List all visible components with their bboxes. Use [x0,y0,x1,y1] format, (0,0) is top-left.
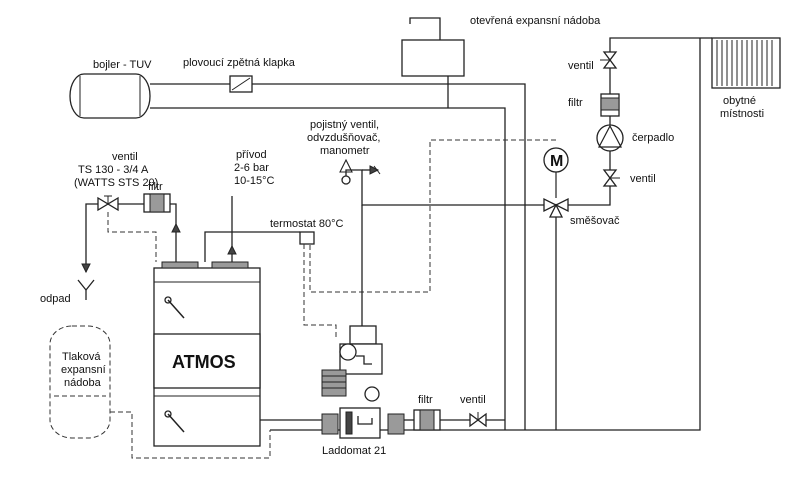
left-valve-label-1: ventil [112,151,138,163]
left-valve-label-3: (WATTS STS 20) [74,177,158,189]
pressure-expansion-tank [49,325,111,439]
supply-arrow-icon [227,244,237,255]
laddomat-label: Laddomat 21 [322,445,386,457]
top-valve-label: ventil [568,60,594,72]
boiler-out-arrow-icon [171,222,181,233]
right-filter-label: filtr [568,97,583,109]
radiator-icon [711,37,781,89]
drain-label: odpad [40,293,71,305]
pressure-tank-label-3: nádoba [64,377,102,389]
motor-icon: M [543,147,569,198]
dhw-boiler [69,73,151,119]
return-main-pipe [270,38,701,431]
float-check-valve-label: plovoucí zpětná klapka [183,57,296,69]
boiler-return-pipe [252,83,526,430]
supply-label-2: 2-6 bar [234,162,269,174]
float-check-valve [229,75,253,93]
left-valve-icon [97,195,119,212]
supply-to-mixer-pipe [361,180,544,206]
supply-label-3: 10-15°C [234,175,275,187]
pressure-tank-label-1: Tlaková [62,351,101,363]
bottom-valve-icon [469,412,487,428]
thermostat-icon [299,231,315,245]
mixer-label: směšovač [570,215,620,227]
open-expansion-tank-label: otevřená expansní nádoba [470,15,601,27]
top-valve-icon [600,51,618,69]
radiator-label-1: obytné [723,95,756,107]
laddomat-unit [321,325,405,439]
boiler-tuv-label: bojler - TUV [93,59,152,71]
bottom-valve-label: ventil [460,394,486,406]
right-valve-label: ventil [630,173,656,185]
safety-group-icon [339,158,381,185]
thermostat-pipe [204,231,300,262]
filter-boiler-pipe [170,203,177,224]
drain-arrow-icon [81,263,91,274]
radiator-label-2: místnosti [720,108,764,120]
safety-label-2: odvzdušňovač, [307,132,380,144]
safety-label-1: pojistný ventil, [310,119,379,131]
atmos-brand-label: ATMOS [172,352,236,372]
drain-pipe [85,203,98,272]
bottom-filter-label: filtr [418,394,433,406]
motor-letter: M [550,153,563,170]
mixer-valve-icon [543,197,569,218]
right-valve-icon [602,169,620,187]
radiator-top-pipe [609,37,700,52]
atmos-boiler [153,261,261,447]
mixer-control-dashed-line [309,139,556,293]
boiler-supply-pipe [150,107,506,430]
pressure-tank-label-2: expansní [61,364,106,376]
drain-funnel-icon [77,279,95,292]
thermostat-label: termostat 80°C [270,218,344,230]
bottom-filter [413,409,441,431]
left-valve-label-2: TS 130 - 3/4 A [78,164,149,176]
valve-mixer-pipe [568,186,611,206]
pressure-tank-dashed-pipe [110,411,271,459]
pump-label: čerpadlo [632,132,674,144]
safety-label-3: manometr [320,145,370,157]
left-filter-label: filtr [148,181,163,193]
pump-icon [596,124,624,152]
supply-label-1: přívod [236,149,267,161]
left-valve-dashed-line [107,212,157,262]
open-expansion-tank [401,17,465,108]
left-filter [143,193,171,213]
thermostat-dashed-line [303,244,337,340]
right-filter [600,93,620,117]
